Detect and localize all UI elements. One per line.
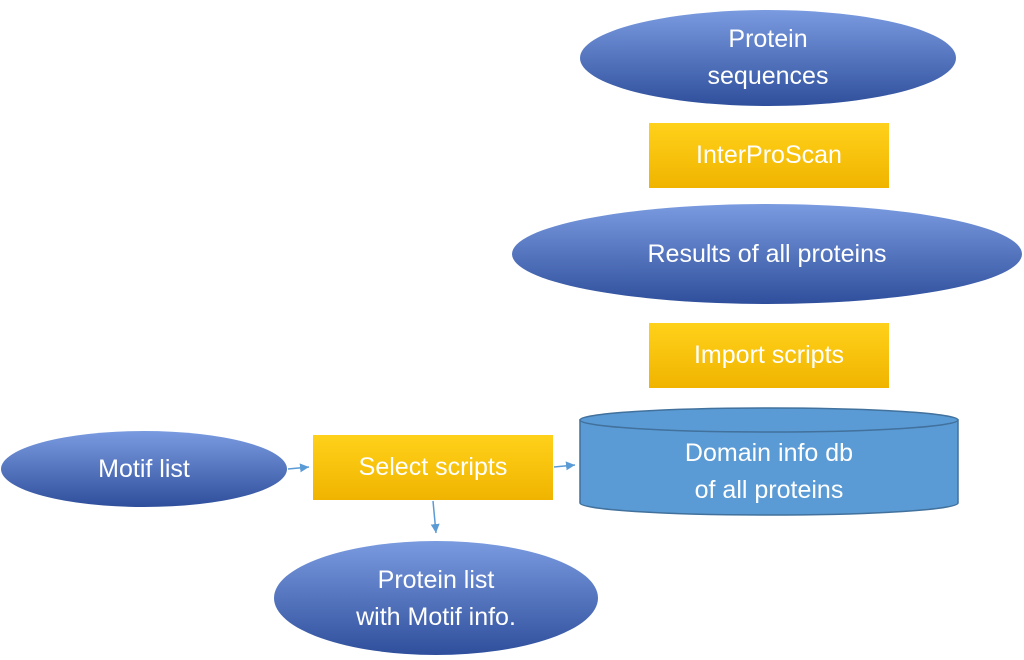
interproscan-text: InterProScan xyxy=(696,141,842,169)
arrow-motif-to-select xyxy=(287,463,310,473)
protein-sequences-line1: Protein xyxy=(728,25,808,53)
domain-info-db-line1: Domain info db xyxy=(684,439,854,467)
select-scripts-node xyxy=(313,435,553,500)
results-all-proteins-node xyxy=(512,204,1022,304)
select-scripts-label: Select scripts xyxy=(313,435,553,500)
interproscan-node xyxy=(649,123,889,188)
domain-info-db-node xyxy=(579,407,959,516)
import-scripts-text: Import scripts xyxy=(693,341,845,369)
database-top xyxy=(579,407,959,433)
protein-list-line2: with Motif info. xyxy=(356,603,516,631)
protein-sequences-line2: sequences xyxy=(707,62,829,90)
import-scripts-node xyxy=(649,323,889,388)
domain-info-db-line2: of all proteins xyxy=(694,476,844,504)
results-all-proteins-label: Results of all proteins xyxy=(512,204,1022,304)
motif-list-text: Motif list xyxy=(98,454,190,483)
arrow-select-to-protein-list xyxy=(430,500,440,534)
protein-list-node xyxy=(274,541,598,655)
protein-list-label: Protein list with Motif info. xyxy=(274,561,598,637)
domain-info-db-label: Domain info db of all proteins xyxy=(580,435,958,509)
interproscan-label: InterProScan xyxy=(649,123,889,188)
protein-list-line1: Protein list xyxy=(377,566,495,594)
database-body xyxy=(579,419,959,516)
results-all-proteins-text: Results of all proteins xyxy=(647,239,887,268)
arrow-select-to-db xyxy=(553,461,576,471)
protein-sequences-label: Protein sequences xyxy=(580,10,956,106)
motif-list-label: Motif list xyxy=(1,431,287,507)
protein-sequences-node xyxy=(580,10,956,106)
import-scripts-label: Import scripts xyxy=(649,323,889,388)
motif-list-node xyxy=(1,431,287,507)
select-scripts-text: Select scripts xyxy=(358,453,508,481)
